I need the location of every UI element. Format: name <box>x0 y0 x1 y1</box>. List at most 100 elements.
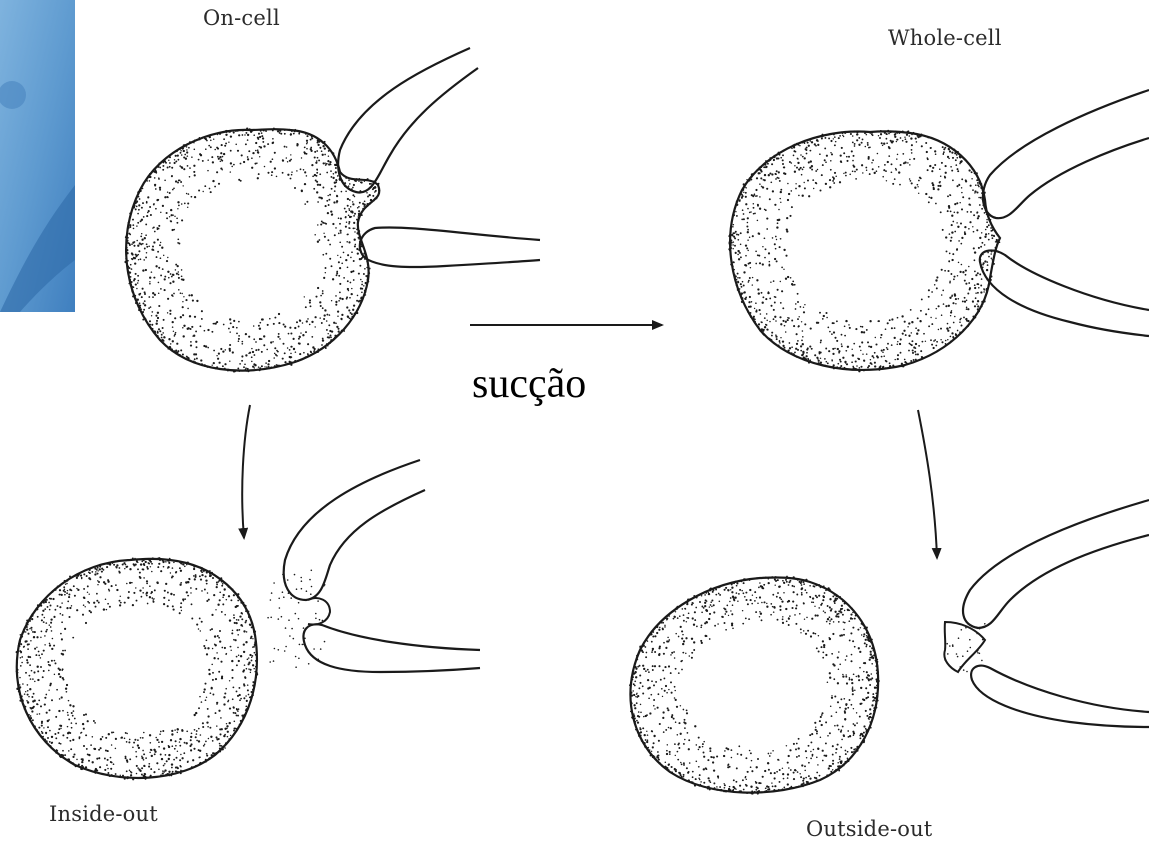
stipple-dot <box>227 731 229 733</box>
stipple-dot <box>973 214 975 216</box>
stipple-dot <box>71 722 73 724</box>
stipple-dot <box>362 208 364 210</box>
stipple-dot <box>896 139 897 140</box>
stipple-dot <box>266 366 268 368</box>
stipple-dot <box>766 218 768 220</box>
stipple-dot <box>83 596 85 598</box>
stipple-dot <box>733 599 735 601</box>
stipple-dot <box>131 243 133 245</box>
stipple-dot <box>852 165 854 167</box>
stipple-dot <box>208 599 210 601</box>
stipple-dot <box>274 167 276 169</box>
stipple-dot <box>824 365 826 367</box>
stipple-dot <box>745 617 747 619</box>
stipple-dot <box>50 618 52 620</box>
stipple-dot <box>125 757 127 759</box>
stipple-dot <box>957 275 959 277</box>
stipple-dot <box>809 734 811 736</box>
stipple-dot <box>731 583 733 585</box>
stipple-dot <box>791 320 793 322</box>
stipple-dot <box>694 619 696 621</box>
stipple-dot <box>845 172 847 174</box>
stipple-dot <box>650 694 652 696</box>
stipple-dot <box>132 604 134 606</box>
stipple-dot <box>790 162 792 164</box>
stipple-dot <box>835 769 837 771</box>
stipple-dot <box>204 688 206 690</box>
stipple-dot <box>891 171 893 173</box>
stipple-dot <box>149 734 151 736</box>
stipple-dot <box>336 274 338 276</box>
stipple-dot <box>867 729 869 731</box>
stipple-dot <box>327 160 329 162</box>
stipple-dot <box>270 341 272 343</box>
stipple-dot <box>339 292 341 294</box>
stipple-dot <box>825 755 827 757</box>
stipple-dot <box>228 328 230 330</box>
stipple-dot <box>852 612 853 613</box>
stipple-dot <box>768 753 770 755</box>
stipple-dot <box>191 603 193 605</box>
stipple-dot <box>19 640 21 642</box>
stipple-dot <box>777 222 779 224</box>
stipple-dot <box>160 754 162 756</box>
stipple-dot <box>977 308 979 310</box>
stipple-dot <box>964 231 966 233</box>
stipple-dot <box>150 306 152 308</box>
stipple-dot <box>263 344 265 346</box>
stipple-dot <box>740 283 742 285</box>
stipple-dot <box>776 596 778 598</box>
stipple-dot <box>945 340 947 342</box>
stipple-dot <box>43 727 44 728</box>
stipple-dot <box>314 174 316 176</box>
stipple-dot <box>169 310 171 312</box>
stipple-dot <box>793 146 795 148</box>
stipple-dot <box>754 321 756 323</box>
stipple-dot <box>957 151 959 153</box>
stipple-dot <box>274 365 276 367</box>
stipple-dot <box>699 746 701 748</box>
stipple-dot <box>332 278 334 280</box>
stipple-dot <box>175 767 177 769</box>
stipple-dot <box>341 246 343 248</box>
stipple-dot <box>945 236 947 238</box>
stipple-dot <box>947 323 949 325</box>
stipple-dot <box>686 621 687 622</box>
stipple-dot <box>251 348 252 349</box>
stipple-dot <box>184 598 186 600</box>
stipple-dot <box>821 136 822 137</box>
stipple-dot <box>316 172 318 174</box>
stipple-dot <box>673 651 675 653</box>
stipple-dot <box>134 278 136 280</box>
stipple-dot <box>217 156 219 158</box>
stipple-dot <box>646 731 647 732</box>
stipple-dot <box>842 601 844 603</box>
stipple-dot <box>203 345 205 347</box>
stipple-dot <box>736 283 738 285</box>
stipple-dot <box>838 668 840 670</box>
stipple-dot <box>141 233 142 234</box>
stipple-dot <box>149 206 151 208</box>
stipple-dot <box>928 308 930 310</box>
stipple-dot <box>871 132 873 134</box>
stipple-dot <box>834 725 836 727</box>
stipple-dot <box>199 750 201 752</box>
stipple-dot <box>987 215 989 217</box>
stipple-dot <box>760 585 762 587</box>
stipple-dot <box>111 744 113 746</box>
stipple-dot <box>327 239 329 241</box>
stipple-dot <box>949 233 951 235</box>
stipple-dot <box>34 648 36 650</box>
stipple-dot <box>861 742 863 744</box>
stipple-dot <box>316 150 318 152</box>
stipple-dot <box>208 669 210 671</box>
stipple-dot <box>745 757 747 759</box>
stipple-dot <box>194 578 196 580</box>
stipple-dot <box>730 231 731 232</box>
stipple-dot <box>771 163 773 165</box>
stipple-dot <box>863 732 865 734</box>
stipple-dot <box>222 365 224 367</box>
stipple-dot <box>782 616 783 617</box>
stipple-dot <box>74 595 76 597</box>
stipple-dot <box>314 234 316 236</box>
